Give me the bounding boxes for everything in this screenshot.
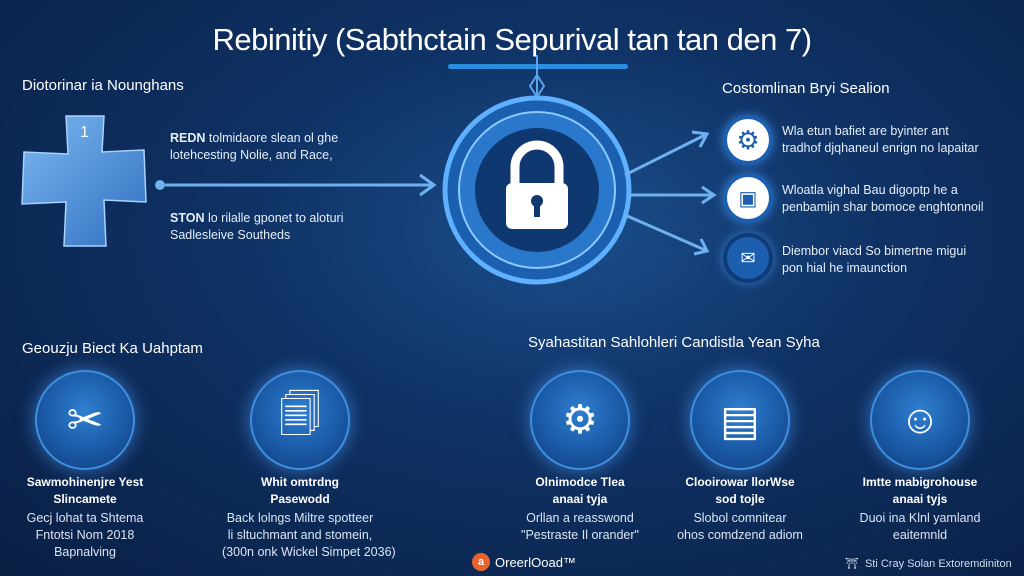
card-label: Sawmohinenjre Yest [26, 475, 144, 489]
badge-icon: ▣ [723, 173, 773, 223]
card-desc: Bapnalving [54, 545, 116, 559]
card-label: Imtte mabigrohouse [862, 475, 978, 489]
card-label: Whit omtrdng [261, 475, 339, 489]
right-heading: Costomlinan Bryi Sealion [722, 80, 890, 97]
credit-text: Sti Cray Solan Extoremdiniton [864, 557, 1012, 570]
card-label: anaai tyjs [892, 492, 948, 506]
item-text: lo rilalle gponet to aloturi [207, 211, 344, 225]
pagoda-icon: ⛩ [845, 558, 859, 570]
left-heading: Diotorinar ia Nounghans [22, 77, 184, 94]
message-icon: ✉ [723, 233, 773, 283]
item-text: tradhof djqhaneul enrign no lapaitar [782, 141, 979, 155]
center-lock-diagram [155, 55, 717, 285]
card-desc: Duoi ina Klnl yamland [859, 511, 981, 525]
footer-credit: ⛩ Sti Cray Solan Extoremdiniton [845, 557, 1012, 571]
document-list-icon: ▤ [690, 370, 790, 470]
logo-mark-icon: a [472, 553, 490, 571]
card-desc: ohos comdzend adiom [677, 528, 803, 542]
item-tag: REDN [170, 131, 206, 145]
card-desc: Slobol comnitear [693, 511, 787, 525]
right-item-3: Diembor viacd So bimertne migui pon hial … [782, 243, 966, 277]
cross-badge-number: 1 [80, 124, 89, 141]
documents-icon: 🗐 [250, 370, 350, 470]
gear-icon: ⚙ [723, 115, 773, 165]
right-item-1: Wla etun bafiet are byinter ant tradhof d… [782, 123, 979, 157]
card-label: Pasewodd [270, 492, 330, 506]
feature-card: ▤ Clooirowar llorWse sod tojle Slobol com… [662, 370, 818, 544]
card-label: Clooirowar llorWse [685, 475, 795, 489]
item-text: Wloatla vighal Bau digoptp he a [782, 183, 958, 197]
item-text: Sadlesleive Southeds [170, 228, 291, 242]
tools-icon: ✂ [35, 370, 135, 470]
card-desc: Gecj lohat ta Shtema [26, 511, 144, 525]
item-text: pon hial he imaunction [782, 261, 908, 275]
section2-heading: Geouzju Biect Ka Uahptam [22, 340, 203, 357]
page-title: Rebinitiy (Sabthctain Sepurival tan tan … [212, 22, 812, 57]
card-desc: eaitemnld [892, 528, 948, 542]
card-desc: (300n onk Wickel Simpet 2036) [222, 545, 396, 559]
section3-heading: Syahastitan Sahlohleri Candistla Yean Sy… [528, 334, 820, 351]
face-icon: ☺ [870, 370, 970, 470]
item-tag: STON [170, 211, 205, 225]
card-desc: Back lolngs Miltre spotteer [226, 511, 374, 525]
card-desc: li sltuchmant and stomein, [227, 528, 373, 542]
item-text: lotehcesting Nolie, and Race, [170, 148, 333, 162]
arrow-start-dot [155, 180, 165, 190]
cross-shield-icon [21, 115, 147, 247]
card-desc: Fntotsi Nom 2018 [35, 528, 135, 542]
lock-icon [506, 140, 568, 229]
card-desc: Orllan a reasswond [526, 511, 634, 525]
arrow-head [419, 173, 437, 197]
card-label: sod tojle [715, 492, 765, 506]
card-label: Olnimodce Tlea [535, 475, 625, 489]
card-label: Slincamete [53, 492, 117, 506]
device-gear-icon: ⚙ [530, 370, 630, 470]
feature-card: ⚙ Olnimodce Tlea anaai tyja Orllan a reas… [502, 370, 658, 544]
branch-arrows [624, 130, 717, 256]
item-text: Wla etun bafiet are byinter ant [782, 124, 949, 138]
card-label: anaai tyja [552, 492, 608, 506]
item-text: Diembor viacd So bimertne migui [782, 244, 967, 258]
left-item-1: REDN tolmidaore slean ol ghe lotehcesting… [170, 130, 338, 164]
card-desc: "Pestraste Il orander" [521, 528, 639, 542]
feature-card: ☺ Imtte mabigrohouse anaai tyjs Duoi ina … [842, 370, 998, 544]
right-item-2: Wloatla vighal Bau digoptp he a penbamijn… [782, 182, 984, 216]
item-text: penbamijn shar bomoce enghtonnoil [782, 200, 984, 214]
item-text: tolmidaore slean ol ghe [208, 131, 339, 145]
logo-text: OreerlOoad™ [495, 554, 576, 570]
footer-logo: a OreerlOoad™ [472, 553, 576, 571]
